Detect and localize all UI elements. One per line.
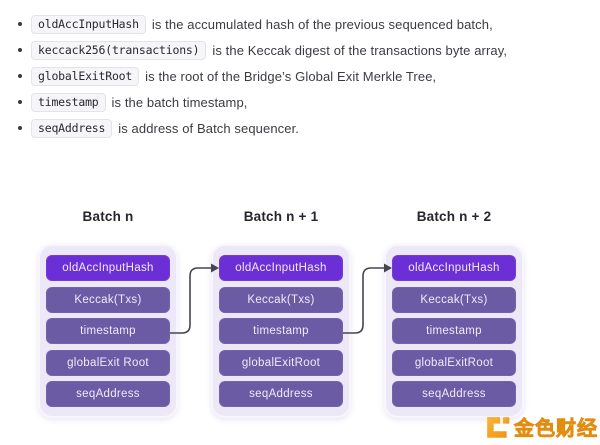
bullet-icon (18, 100, 22, 104)
batch-container: oldAccInputHash Keccak(Txs) timestamp gl… (384, 244, 524, 418)
watermark-text: 金色财经 (514, 416, 598, 441)
list-item: seqAddress is address of Batch sequencer… (18, 115, 588, 141)
definition-text: is the batch timestamp, (111, 94, 248, 110)
batch-row-keccak: Keccak(Txs) (392, 286, 516, 313)
code-chip: seqAddress (31, 118, 113, 138)
batch-title: Batch n + 1 (243, 209, 319, 224)
definition-text: is the accumulated hash of the previous … (151, 16, 493, 32)
code-chip: globalExitRoot (31, 66, 140, 86)
batch-container: oldAccInputHash Keccak(Txs) timestamp gl… (211, 244, 351, 418)
batch-row-oldAccInputHash: oldAccInputHash (392, 255, 516, 281)
batch-row-seqAddress: seqAddress (219, 381, 343, 407)
list-item: globalExitRoot is the root of the Bridge… (18, 63, 588, 89)
bullet-icon (18, 74, 22, 78)
code-chip: timestamp (31, 92, 106, 112)
code-chip: keccack256(transactions) (31, 40, 207, 60)
batch-row-globalExitRoot: globalExitRoot (392, 349, 516, 376)
batch-sequence-diagram: Batch n oldAccInputHash Keccak(Txs) time… (0, 195, 600, 445)
list-item: oldAccInputHash is the accumulated hash … (18, 11, 588, 37)
batch-row-timestamp: timestamp (46, 318, 170, 344)
batch-container: oldAccInputHash Keccak(Txs) timestamp gl… (38, 244, 178, 418)
batch-row-timestamp: timestamp (219, 318, 343, 344)
definition-text: is address of Batch sequencer. (118, 120, 300, 136)
list-item: keccack256(transactions) is the Keccak d… (18, 37, 588, 63)
batch-row-keccak: Keccak(Txs) (219, 286, 343, 313)
batch-row-oldAccInputHash: oldAccInputHash (219, 255, 343, 281)
definition-list: oldAccInputHash is the accumulated hash … (18, 11, 588, 141)
definition-text: is the Keccak digest of the transactions… (212, 42, 508, 58)
bullet-icon (18, 48, 22, 52)
batch-row-timestamp: timestamp (392, 318, 516, 344)
batch-row-seqAddress: seqAddress (392, 381, 516, 407)
bullet-icon (18, 126, 22, 130)
definition-text: is the root of the Bridge’s Global Exit … (145, 68, 437, 84)
batch-row-oldAccInputHash: oldAccInputHash (46, 255, 170, 281)
batch-row-globalExitRoot: globalExitRoot (219, 349, 343, 376)
batch-row-keccak: Keccak(Txs) (46, 286, 170, 313)
code-chip: oldAccInputHash (31, 14, 146, 34)
batch-title: Batch n (82, 209, 134, 224)
list-item: timestamp is the batch timestamp, (18, 89, 588, 115)
jinse-finance-watermark: 金色财经 (485, 415, 598, 441)
batch-row-globalExitRoot: globalExit Root (46, 349, 170, 376)
batch-row-seqAddress: seqAddress (46, 381, 170, 407)
jinse-logo-icon (487, 417, 510, 438)
batch-title: Batch n + 2 (416, 209, 492, 224)
bullet-icon (18, 22, 22, 26)
